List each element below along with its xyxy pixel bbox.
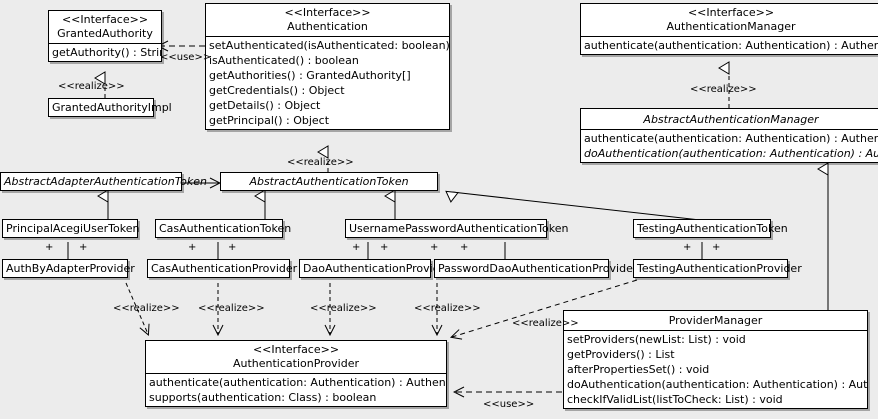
- edge-label-realize-cas-authentication-provider: <<realize>>: [198, 303, 265, 314]
- class-cas-authentication-token[interactable]: CasAuthenticationToken: [155, 219, 292, 238]
- edge-label-realize-grantedauthorityimpl: <<realize>>: [58, 81, 125, 92]
- edge-label-realize-dao-authentication-provider: <<realize>>: [310, 303, 377, 314]
- class-authentication[interactable]: <<Interface>> Authentication setAuthenti…: [205, 3, 450, 130]
- member-row: setProviders(newList: List) : void: [567, 333, 746, 346]
- member-row: getCredentials() : Object: [209, 84, 345, 97]
- class-name-label: PrincipalAcegiUserToken: [6, 222, 140, 235]
- assoc-marker-plus: +: [460, 242, 469, 253]
- class-principal-acegi-user-token[interactable]: PrincipalAcegiUserToken: [2, 219, 140, 238]
- stereotype-label: <<Interface>>: [61, 13, 149, 26]
- member-row: authenticate(authentication: Authenticat…: [584, 39, 878, 52]
- member-row: getPrincipal() : Object: [209, 114, 330, 127]
- class-granted-authority-impl[interactable]: GrantedAuthorityImpl: [48, 98, 172, 117]
- members-compartment: setAuthenticated(isAuthenticated: boolea…: [206, 36, 449, 129]
- members-compartment: authenticate(authentication: Authenticat…: [581, 36, 878, 54]
- class-name-label: GrantedAuthority: [57, 27, 153, 40]
- member-row: setAuthenticated(isAuthenticated: boolea…: [209, 39, 449, 52]
- class-name-label: AbstractAuthenticationToken: [249, 175, 409, 188]
- class-testing-authentication-token[interactable]: TestingAuthenticationToken: [633, 219, 788, 238]
- members-compartment: setProviders(newList: List) : void getPr…: [564, 330, 867, 408]
- member-row: supports(authentication: Class) : boolea…: [149, 391, 377, 404]
- class-name-label: CasAuthenticationToken: [159, 222, 292, 235]
- class-name-label: TestingAuthenticationProvider: [637, 262, 802, 275]
- edge-label-realize-abstract-authentication-manager: <<realize>>: [690, 84, 757, 95]
- assoc-marker-plus: +: [79, 242, 88, 253]
- class-provider-manager[interactable]: ProviderManager setProviders(newList: Li…: [563, 310, 868, 409]
- members-compartment: authenticate(authentication: Authenticat…: [581, 129, 878, 162]
- class-username-password-authentication-token[interactable]: UsernamePasswordAuthenticationToken: [345, 219, 569, 238]
- member-row: authenticate(authentication: Authenticat…: [149, 376, 446, 389]
- member-row: getProviders() : List: [567, 348, 675, 361]
- stereotype-label: <<Interface>>: [252, 343, 340, 356]
- member-row: getAuthority() : String: [52, 46, 161, 59]
- stereotype-label: <<Interface>>: [284, 6, 371, 19]
- class-abstract-authentication-token[interactable]: AbstractAuthenticationToken: [220, 172, 438, 191]
- class-granted-authority[interactable]: <<Interface>> GrantedAuthority getAuthor…: [48, 10, 162, 62]
- edge-label-realize-password-dao-authentication-provider: <<realize>>: [414, 303, 481, 314]
- member-row: getAuthorities() : GrantedAuthority[]: [209, 69, 411, 82]
- edge-label-realize-testing-authentication-provider: <<realize>>: [512, 318, 579, 329]
- edge-label-realize-abstract-authentication-token: <<realize>>: [287, 157, 354, 168]
- edge-label-realize-auth-by-adapter-provider: <<realize>>: [113, 303, 180, 314]
- class-name-label: TestingAuthenticationToken: [637, 222, 788, 235]
- edge-testingauthenticationtoken-extends-abstractauthenticationtoken: [445, 190, 701, 221]
- class-password-dao-authentication-provider[interactable]: PasswordDaoAuthenticationProvider: [434, 259, 638, 278]
- assoc-marker-plus: +: [352, 242, 361, 253]
- class-name-label: CasAuthenticationProvider: [151, 262, 298, 275]
- assoc-marker-plus: +: [228, 242, 237, 253]
- class-abstract-authentication-manager[interactable]: AbstractAuthenticationManager authentica…: [580, 108, 878, 163]
- class-name-label: AbstractAdapterAuthenticationToken: [4, 175, 207, 188]
- members-compartment: getAuthority() : String: [49, 43, 161, 61]
- assoc-marker-plus: +: [380, 242, 389, 253]
- class-authentication-manager[interactable]: <<Interface>> AuthenticationManager auth…: [580, 3, 878, 55]
- class-name-label: GrantedAuthorityImpl: [52, 101, 172, 114]
- class-testing-authentication-provider[interactable]: TestingAuthenticationProvider: [633, 259, 802, 278]
- assoc-marker-plus: +: [188, 242, 197, 253]
- member-row: afterPropertiesSet() : void: [567, 363, 710, 376]
- member-row: doAuthentication(authentication: Authent…: [584, 147, 878, 160]
- class-name-label: Authentication: [287, 20, 368, 33]
- class-name-label: PasswordDaoAuthenticationProvider: [438, 262, 638, 275]
- class-name-label: AbstractAuthenticationManager: [643, 113, 819, 126]
- members-compartment: authenticate(authentication: Authenticat…: [146, 373, 446, 406]
- class-name-label: AuthByAdapterProvider: [6, 262, 135, 275]
- class-name-label: DaoAuthenticationProvider: [303, 262, 451, 275]
- class-cas-authentication-provider[interactable]: CasAuthenticationProvider: [147, 259, 298, 278]
- assoc-marker-plus: +: [712, 242, 721, 253]
- assoc-marker-plus: +: [683, 242, 692, 253]
- stereotype-label: <<Interface>>: [687, 6, 775, 19]
- edge-label-use-provider-manager: <<use>>: [483, 399, 535, 410]
- assoc-marker-plus: +: [430, 242, 439, 253]
- edge-label-use-authentication-grantedauthority: <<use>>: [160, 52, 212, 63]
- member-row: checkIfValidList(listToCheck: List) : vo…: [567, 393, 783, 406]
- member-row: doAuthentication(authentication: Authent…: [567, 378, 867, 391]
- class-name-label: UsernamePasswordAuthenticationToken: [349, 222, 569, 235]
- class-abstract-adapter-authentication-token[interactable]: AbstractAdapterAuthenticationToken: [0, 172, 207, 191]
- member-row: isAuthenticated() : boolean: [209, 54, 359, 67]
- class-name-label: ProviderManager: [668, 314, 763, 327]
- member-row: authenticate(authentication: Authenticat…: [584, 132, 878, 145]
- class-auth-by-adapter-provider[interactable]: AuthByAdapterProvider: [2, 259, 135, 278]
- class-authentication-provider[interactable]: <<Interface>> AuthenticationProvider aut…: [145, 340, 447, 407]
- class-name-label: AuthenticationProvider: [232, 357, 360, 370]
- member-row: getDetails() : Object: [209, 99, 321, 112]
- assoc-marker-plus: +: [45, 242, 54, 253]
- class-name-label: AuthenticationManager: [666, 20, 796, 33]
- class-dao-authentication-provider[interactable]: DaoAuthenticationProvider: [299, 259, 451, 278]
